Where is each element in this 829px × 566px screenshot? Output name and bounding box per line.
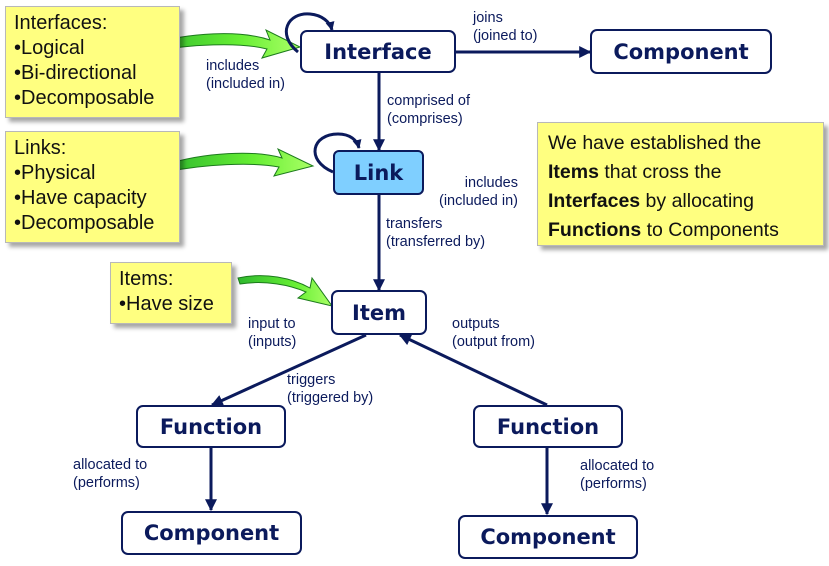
links-note-item: •Physical [14, 162, 96, 184]
summary-line-1: We have established the [548, 132, 762, 154]
label-comprises-text: (comprises) [387, 111, 463, 127]
label-triggers: triggers (triggered by) [287, 371, 373, 407]
label-allocated-right: allocated to (performs) [580, 457, 654, 493]
component-node-top[interactable]: Component [590, 29, 772, 74]
edge-outputs [398, 333, 548, 407]
items-note: Items: •Have size [110, 262, 232, 324]
interfaces-note-item: •Bi-directional [14, 62, 137, 84]
interfaces-note-title: Interfaces: [14, 12, 108, 34]
component-node-right[interactable]: Component [458, 515, 638, 559]
label-comprised-of: comprised of (comprises) [387, 92, 470, 128]
label-outputs: outputs (output from) [452, 315, 535, 351]
label-allocated-to-text: allocated to [580, 458, 655, 474]
summary-text: by allocating [640, 190, 754, 212]
label-link-includes: includes (included in) [424, 174, 518, 210]
label-input-to-text: input to [248, 316, 296, 332]
summary-term-functions: Functions [548, 219, 642, 241]
summary-line-4: Functions to Components [548, 216, 813, 245]
item-node[interactable]: Item [331, 290, 427, 335]
label-included-in-text: (included in) [206, 76, 285, 92]
summary-note: We have established the Items that cross… [537, 122, 824, 246]
link-self-loop [313, 132, 362, 174]
interface-self-loop [284, 12, 335, 54]
label-inputs-text: (inputs) [248, 334, 297, 350]
links-note: Links: •Physical •Have capacity •Decompo… [5, 131, 180, 243]
items-note-item: •Have size [119, 293, 214, 315]
callout-arrow-items [237, 275, 334, 307]
label-includes-text: includes [206, 58, 260, 74]
label-joins-text: joins [473, 10, 503, 26]
label-transfers: transfers (transferred by) [386, 215, 485, 251]
component-node-left[interactable]: Component [121, 511, 302, 555]
label-performs-text: (performs) [580, 476, 647, 492]
label-input-to: input to (inputs) [248, 315, 296, 351]
label-allocated-to-text: allocated to [73, 457, 148, 473]
summary-line-3: Interfaces by allocating [548, 187, 813, 216]
label-performs-text: (performs) [73, 475, 140, 491]
label-output-from-text: (output from) [452, 334, 535, 350]
label-joined-to-text: (joined to) [473, 28, 538, 44]
function-node-right[interactable]: Function [473, 405, 623, 448]
label-included-in-text: (included in) [439, 193, 518, 209]
label-triggers-text: triggers [287, 372, 336, 388]
label-comprised-of-text: comprised of [387, 93, 471, 109]
summary-text: to Components [641, 219, 779, 241]
summary-text: that cross the [598, 161, 722, 183]
label-allocated-left: allocated to (performs) [73, 456, 147, 492]
edge-triggers [210, 333, 367, 407]
links-note-item: •Decomposable [14, 212, 155, 234]
callout-arrow-links [163, 147, 315, 177]
interfaces-note: Interfaces: •Logical •Bi-directional •De… [5, 6, 180, 118]
summary-term-interfaces: Interfaces [548, 190, 641, 212]
label-includes-text: includes [464, 175, 518, 191]
link-node[interactable]: Link [333, 150, 424, 195]
label-interface-includes: includes (included in) [206, 57, 285, 93]
summary-line-2: Items that cross the [548, 158, 813, 187]
label-triggered-by-text: (triggered by) [287, 390, 374, 406]
summary-term-items: Items [548, 161, 599, 183]
links-note-title: Links: [14, 137, 67, 159]
label-transfers-text: transfers [386, 216, 443, 232]
items-note-title: Items: [119, 268, 174, 290]
interfaces-note-item: •Decomposable [14, 87, 155, 109]
label-transferred-by-text: (transferred by) [386, 234, 486, 250]
label-joins: joins (joined to) [473, 9, 537, 45]
label-outputs-text: outputs [452, 316, 500, 332]
interfaces-note-item: •Logical [14, 37, 85, 59]
function-node-left[interactable]: Function [136, 405, 286, 448]
links-note-item: •Have capacity [14, 187, 147, 209]
interface-node[interactable]: Interface [300, 30, 456, 73]
